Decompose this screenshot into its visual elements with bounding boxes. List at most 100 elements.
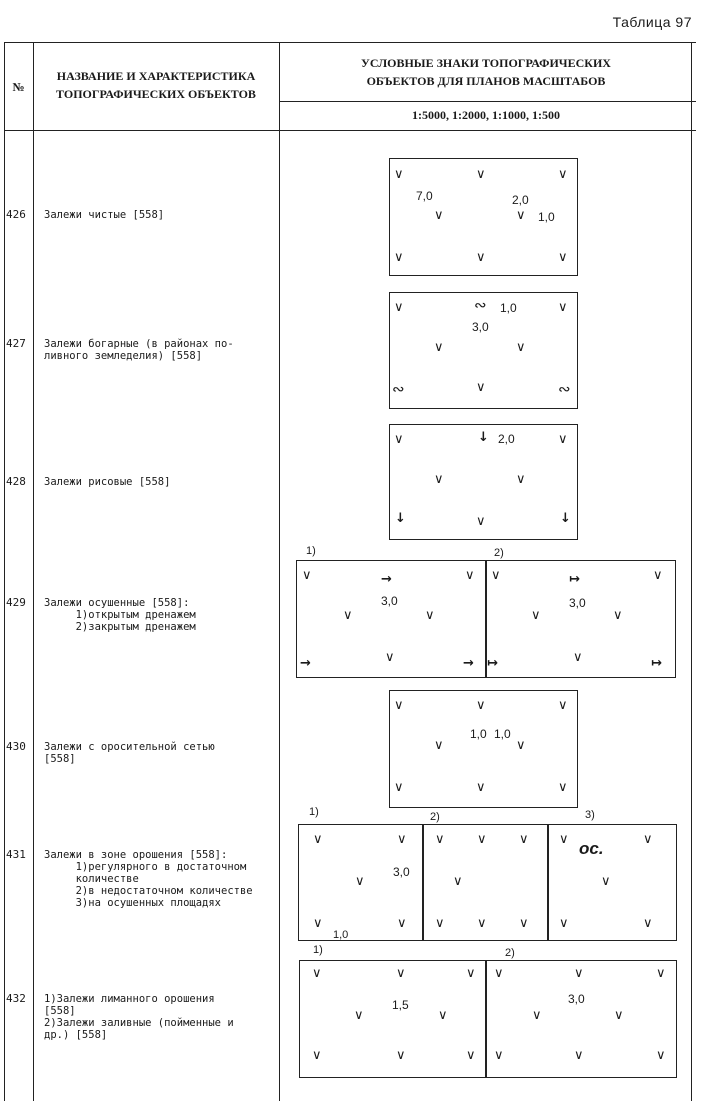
check-mark: ∨ xyxy=(477,832,487,847)
check-mark: ∨ xyxy=(643,916,653,931)
check-mark: ∨ xyxy=(519,832,529,847)
row-name-429: Залежи осушенные [558]: 1)открытым дрена… xyxy=(44,597,196,633)
dimension-label: 7,0 xyxy=(416,189,433,203)
check-mark: ∨ xyxy=(435,916,445,931)
check-mark: ∨ xyxy=(558,432,568,447)
check-mark: ∨ xyxy=(573,650,583,665)
check-mark: ∨ xyxy=(477,916,487,931)
arrow-down-icon: ↓ xyxy=(395,511,406,526)
symbol-box-432: ∨ ∨ ∨ ∨ ∨ ∨ ∨ ∨ 1,5 ∨ ∨ ∨ ∨ ∨ ∨ ∨ ∨ 3,0 xyxy=(299,960,677,1078)
check-mark: ∨ xyxy=(355,874,365,889)
header-name-line1: НАЗВАНИЕ И ХАРАКТЕРИСТИКА xyxy=(56,69,256,83)
header-scales: 1:5000, 1:2000, 1:1000, 1:500 xyxy=(412,108,560,122)
check-mark: ∨ xyxy=(491,568,501,583)
arrow-right-bar-icon: ↦ xyxy=(569,572,580,587)
arrow-down-icon: ↓ xyxy=(478,430,489,445)
row-name-428: Залежи рисовые [558] xyxy=(44,476,171,488)
dimension-label: 2,0 xyxy=(498,432,515,446)
check-mark: ∨ xyxy=(313,916,323,931)
check-mark: ∨ xyxy=(656,1048,666,1063)
check-mark: ∨ xyxy=(516,472,526,487)
check-mark: ∨ xyxy=(519,916,529,931)
check-mark: ∨ xyxy=(574,1048,584,1063)
dimension-label: 1,0 xyxy=(538,210,555,224)
check-mark: ∨ xyxy=(601,874,611,889)
check-mark: ∨ xyxy=(396,1048,406,1063)
check-mark: ∨ xyxy=(312,966,322,981)
check-mark: ∨ xyxy=(425,608,435,623)
check-mark: ∨ xyxy=(476,167,486,182)
check-mark: ∨ xyxy=(394,780,404,795)
check-mark: ∨ xyxy=(558,780,568,795)
arrow-right-icon: → xyxy=(381,572,392,587)
check-mark: ∨ xyxy=(476,698,486,713)
check-mark: ∨ xyxy=(494,1048,504,1063)
check-mark: ∨ xyxy=(302,568,312,583)
check-mark: ∨ xyxy=(396,966,406,981)
dimension-label: 1,0 xyxy=(333,929,349,941)
arrow-right-icon: → xyxy=(300,656,311,671)
symbol-box-429: ∨ ∨ ∨ ∨ ∨ → → → 3,0 ∨ ∨ ∨ ∨ ∨ ↦ ↦ ↦ 3,0 xyxy=(296,560,676,678)
check-mark: ∨ xyxy=(312,1048,322,1063)
tilde-mark: ∾ xyxy=(392,380,405,398)
sub-label: 2) xyxy=(430,811,440,823)
symbol-box-431: ∨ ∨ ∨ ∨ ∨ 3,0 1,0 ∨ ∨ ∨ ∨ ∨ ∨ ∨ ∨ ∨ ∨ ∨ … xyxy=(298,824,677,941)
check-mark: ∨ xyxy=(476,514,486,529)
check-mark: ∨ xyxy=(385,650,395,665)
sub-label: 1) xyxy=(313,944,323,956)
check-mark: ∨ xyxy=(558,698,568,713)
check-mark: ∨ xyxy=(574,966,584,981)
header-name-line2: ТОПОГРАФИЧЕСКИХ ОБЪЕКТОВ xyxy=(56,87,256,101)
row-number-428: 428 xyxy=(6,475,26,488)
check-mark: ∨ xyxy=(516,208,526,223)
check-mark: ∨ xyxy=(614,1008,624,1023)
row-number-432: 432 xyxy=(6,992,26,1005)
check-mark: ∨ xyxy=(516,340,526,355)
check-mark: ∨ xyxy=(397,832,407,847)
tilde-mark: ∾ xyxy=(558,380,571,398)
dimension-label: 3,0 xyxy=(381,594,398,608)
arrow-right-bar-icon: ↦ xyxy=(651,656,662,671)
dimension-label: 1,0 xyxy=(500,301,517,315)
check-mark: ∨ xyxy=(516,738,526,753)
check-mark: ∨ xyxy=(558,167,568,182)
check-mark: ∨ xyxy=(313,832,323,847)
check-mark: ∨ xyxy=(558,300,568,315)
row-number-426: 426 xyxy=(6,208,26,221)
row-number-427: 427 xyxy=(6,337,26,350)
check-mark: ∨ xyxy=(532,1008,542,1023)
row-name-430: Залежи с оросительной сетью [558] xyxy=(44,741,215,765)
check-mark: ∨ xyxy=(394,698,404,713)
check-mark: ∨ xyxy=(466,966,476,981)
check-mark: ∨ xyxy=(558,250,568,265)
symbol-box-428: ∨ ∨ ∨ ∨ ∨ ↓ ↓ ↓ 2,0 xyxy=(389,424,578,540)
check-mark: ∨ xyxy=(434,340,444,355)
os-label: ос. xyxy=(579,839,604,858)
arrow-right-bar-icon: ↦ xyxy=(487,656,498,671)
dimension-label: 3,0 xyxy=(393,865,410,879)
dimension-label: 3,0 xyxy=(472,320,489,334)
check-mark: ∨ xyxy=(343,608,353,623)
sub-label: 3) xyxy=(585,809,595,821)
tilde-mark: ∾ xyxy=(474,296,487,314)
row-number-429: 429 xyxy=(6,596,26,609)
check-mark: ∨ xyxy=(494,966,504,981)
check-mark: ∨ xyxy=(643,832,653,847)
check-mark: ∨ xyxy=(354,1008,364,1023)
check-mark: ∨ xyxy=(397,916,407,931)
row-name-426: Залежи чистые [558] xyxy=(44,209,165,221)
check-mark: ∨ xyxy=(465,568,475,583)
dimension-label: 1,0 xyxy=(494,727,511,741)
symbol-box-427: ∨ ∨ ∨ ∨ ∨ ∾ ∾ ∾ 1,0 3,0 xyxy=(389,292,578,409)
check-mark: ∨ xyxy=(394,432,404,447)
header-signs-line1: УСЛОВНЫЕ ЗНАКИ ТОПОГРАФИЧЕСКИХ xyxy=(361,56,611,70)
check-mark: ∨ xyxy=(466,1048,476,1063)
symbol-box-426: ∨ ∨ ∨ ∨ ∨ ∨ ∨ ∨ 7,0 2,0 1,0 xyxy=(389,158,578,276)
check-mark: ∨ xyxy=(613,608,623,623)
check-mark: ∨ xyxy=(394,250,404,265)
check-mark: ∨ xyxy=(531,608,541,623)
check-mark: ∨ xyxy=(653,568,663,583)
check-mark: ∨ xyxy=(434,472,444,487)
check-mark: ∨ xyxy=(438,1008,448,1023)
check-mark: ∨ xyxy=(476,380,486,395)
